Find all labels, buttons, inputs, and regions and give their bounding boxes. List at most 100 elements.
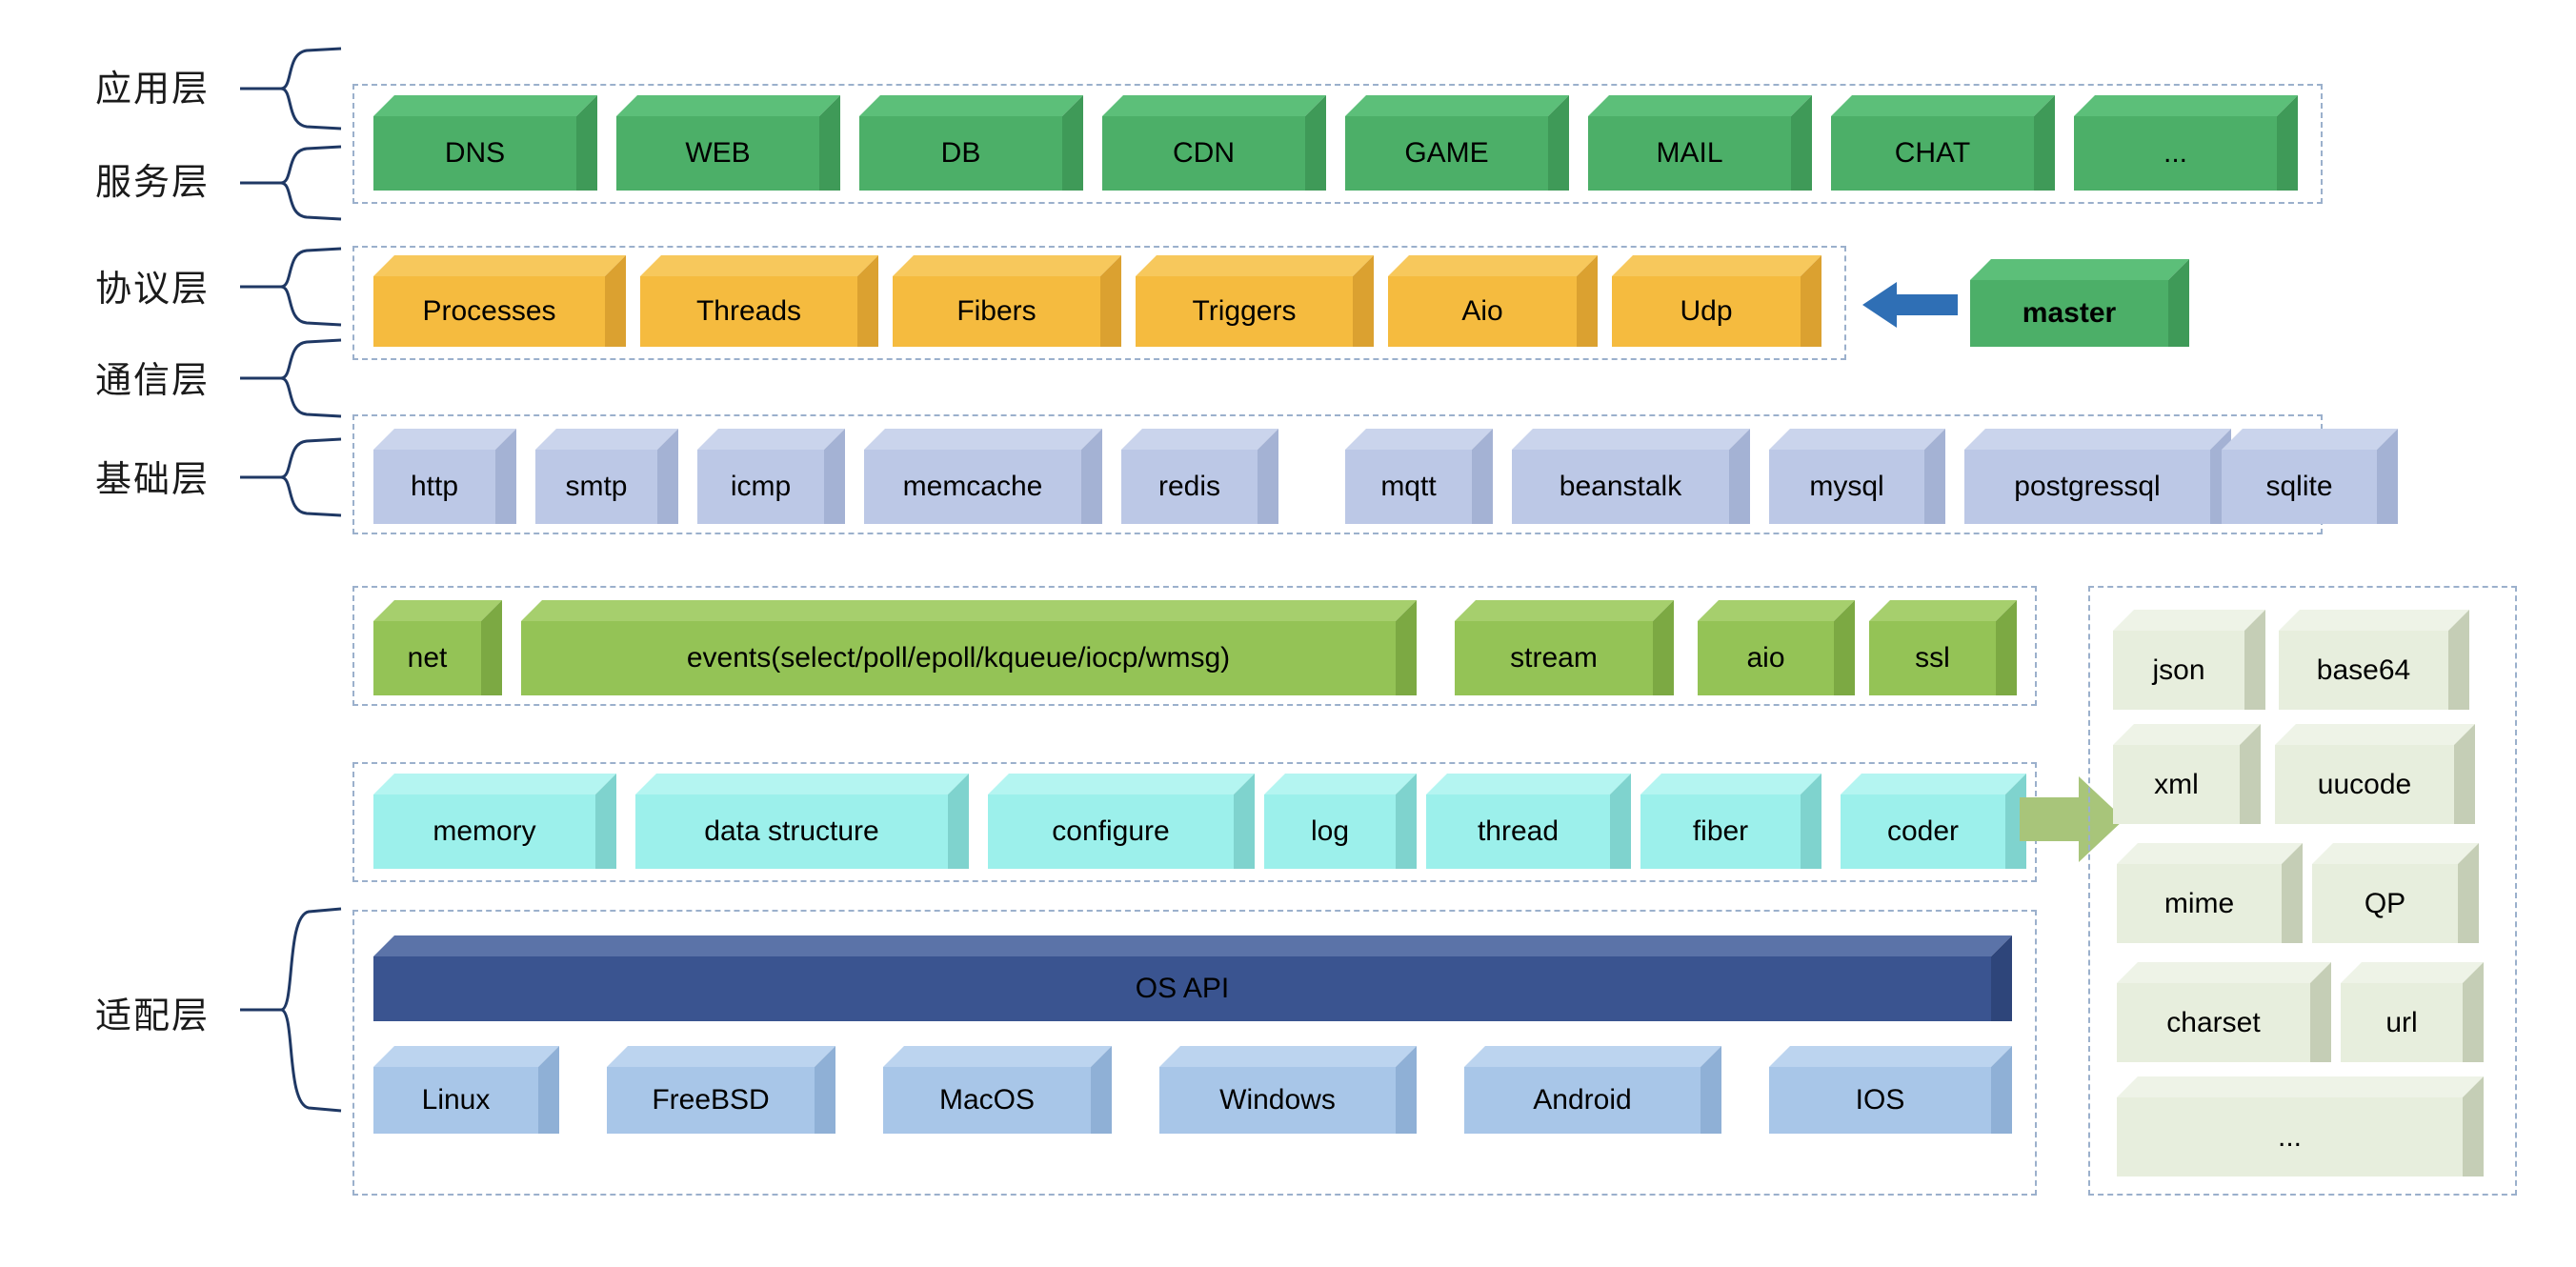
codec-box-more[interactable]: ... (2117, 1076, 2484, 1176)
codec-box-charset[interactable]: charset (2117, 962, 2331, 1062)
box-top-face (1464, 1046, 1721, 1067)
box-side-face (2463, 1076, 2484, 1176)
box-top-face (2117, 843, 2303, 864)
proto-box-http[interactable]: http (373, 429, 516, 524)
app-box-db[interactable]: DB (859, 95, 1083, 191)
codec-box-qp[interactable]: QP (2312, 843, 2479, 943)
box-top-face (2279, 610, 2469, 631)
box-label: url (2341, 983, 2463, 1062)
app-box-more[interactable]: ... (2074, 95, 2298, 191)
found-box-thread[interactable]: thread (1426, 774, 1631, 869)
box-label: QP (2312, 864, 2458, 943)
proto-box-icmp[interactable]: icmp (697, 429, 845, 524)
svc-box-processes[interactable]: Processes (373, 255, 626, 347)
box-label: net (373, 621, 481, 695)
app-box-chat[interactable]: CHAT (1831, 95, 2055, 191)
svc-box-threads[interactable]: Threads (640, 255, 878, 347)
svc-box-udp[interactable]: Udp (1612, 255, 1821, 347)
box-top-face (373, 1046, 559, 1067)
codec-box-uucode[interactable]: uucode (2275, 724, 2475, 824)
box-side-face (2454, 724, 2475, 824)
box-label: Linux (373, 1067, 538, 1134)
found-box-log[interactable]: log (1264, 774, 1417, 869)
box-top-face (1769, 429, 1945, 450)
box-top-face (635, 774, 969, 794)
adapt-box-macos[interactable]: MacOS (883, 1046, 1112, 1134)
found-box-fiber[interactable]: fiber (1640, 774, 1821, 869)
codec-box-url[interactable]: url (2341, 962, 2484, 1062)
comm-box-events[interactable]: events(select/poll/epoll/kqueue/iocp/wms… (521, 600, 1417, 695)
box-label: Fibers (893, 276, 1100, 347)
codec-box-xml[interactable]: xml (2113, 724, 2261, 824)
svc-box-master[interactable]: master (1970, 259, 2189, 347)
box-top-face (2117, 1076, 2484, 1097)
svc-box-fibers[interactable]: Fibers (893, 255, 1121, 347)
brace-communication (238, 337, 343, 419)
svc-box-triggers[interactable]: Triggers (1136, 255, 1374, 347)
app-box-game[interactable]: GAME (1345, 95, 1569, 191)
box-top-face (1588, 95, 1812, 116)
codec-box-base64[interactable]: base64 (2279, 610, 2469, 710)
adapt-box-freebsd[interactable]: FreeBSD (607, 1046, 835, 1134)
box-top-face (2222, 429, 2398, 450)
box-side-face (657, 429, 678, 524)
proto-box-memcache[interactable]: memcache (864, 429, 1102, 524)
proto-box-redis[interactable]: redis (1121, 429, 1278, 524)
box-side-face (495, 429, 516, 524)
adapt-box-android[interactable]: Android (1464, 1046, 1721, 1134)
svc-box-aio[interactable]: Aio (1388, 255, 1598, 347)
comm-box-net[interactable]: net (373, 600, 502, 695)
box-label: IOS (1769, 1067, 1991, 1134)
proto-box-postgressql[interactable]: postgressql (1964, 429, 2231, 524)
proto-box-smtp[interactable]: smtp (535, 429, 678, 524)
found-box-coder[interactable]: coder (1841, 774, 2026, 869)
box-label: WEB (616, 116, 819, 191)
comm-box-aio[interactable]: aio (1698, 600, 1855, 695)
box-side-face (2240, 724, 2261, 824)
box-top-face (1769, 1046, 2012, 1067)
comm-box-ssl[interactable]: ssl (1869, 600, 2017, 695)
proto-box-beanstalk[interactable]: beanstalk (1512, 429, 1750, 524)
adapt-box-ios[interactable]: IOS (1769, 1046, 2012, 1134)
proto-box-sqlite[interactable]: sqlite (2222, 429, 2398, 524)
found-box-configure[interactable]: configure (988, 774, 1255, 869)
box-top-face (1388, 255, 1598, 276)
adapt-box-linux[interactable]: Linux (373, 1046, 559, 1134)
box-top-face (1698, 600, 1855, 621)
box-label: aio (1698, 621, 1834, 695)
comm-box-stream[interactable]: stream (1455, 600, 1674, 695)
box-side-face (1472, 429, 1493, 524)
box-label: stream (1455, 621, 1653, 695)
box-label: master (1970, 280, 2168, 347)
box-side-face (2277, 95, 2298, 191)
box-label: ... (2117, 1097, 2463, 1176)
box-label: CDN (1102, 116, 1305, 191)
box-top-face (2117, 962, 2331, 983)
box-label: memory (373, 794, 595, 869)
box-label: xml (2113, 745, 2240, 824)
proto-box-mqtt[interactable]: mqtt (1345, 429, 1493, 524)
box-side-face (1791, 95, 1812, 191)
app-box-cdn[interactable]: CDN (1102, 95, 1326, 191)
codec-box-json[interactable]: json (2113, 610, 2265, 710)
adapt-box-os-api[interactable]: OS API (373, 935, 2012, 1021)
box-side-face (576, 95, 597, 191)
adapt-box-windows[interactable]: Windows (1159, 1046, 1417, 1134)
found-box-memory[interactable]: memory (373, 774, 616, 869)
found-box-data-structure[interactable]: data structure (635, 774, 969, 869)
box-side-face (1396, 774, 1417, 869)
box-label: ssl (1869, 621, 1996, 695)
box-label: base64 (2279, 631, 2448, 710)
box-side-face (2458, 843, 2479, 943)
group-adaptation (352, 910, 2037, 1196)
app-box-web[interactable]: WEB (616, 95, 840, 191)
proto-box-mysql[interactable]: mysql (1769, 429, 1945, 524)
brace-adaptation (238, 905, 343, 1115)
box-side-face (824, 429, 845, 524)
codec-box-mime[interactable]: mime (2117, 843, 2303, 943)
box-top-face (2275, 724, 2475, 745)
app-box-dns[interactable]: DNS (373, 95, 597, 191)
app-box-mail[interactable]: MAIL (1588, 95, 1812, 191)
box-side-face (2282, 843, 2303, 943)
box-side-face (605, 255, 626, 347)
